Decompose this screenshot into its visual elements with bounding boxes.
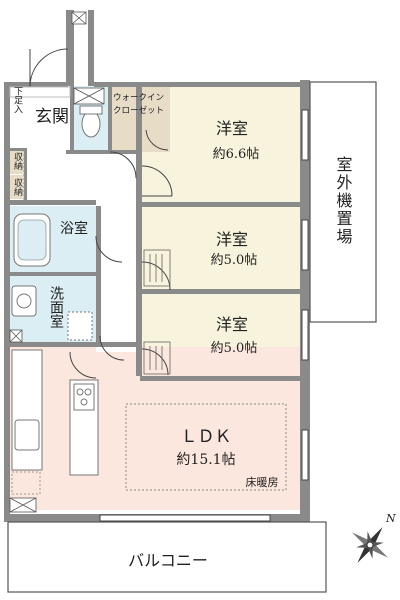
compass-north-label: N (385, 512, 396, 525)
balcony-area (7, 521, 327, 593)
entrance-step (9, 86, 71, 98)
bathtub-inner-icon (17, 219, 47, 261)
vent-icons (9, 11, 105, 513)
balcony-label: バルコニー (128, 551, 208, 570)
storage-2-area (8, 175, 26, 199)
storage-1-label: 収納 (12, 151, 23, 171)
storage-2-label: 収納 (12, 177, 23, 197)
floor-heating-zone (125, 403, 287, 491)
stove-icon (73, 383, 95, 411)
bath-label: 浴室 (60, 220, 88, 237)
sink-icon (14, 419, 40, 451)
western-room-1-size: 約6.6帖 (213, 147, 260, 162)
washing-machine-icon (67, 311, 93, 341)
windows (99, 109, 309, 522)
outdoor-unit-area (309, 81, 377, 323)
storage-1-area (8, 150, 26, 174)
ldk-name: ＬＤＫ (181, 427, 232, 447)
outdoor-unit-label: 室外機置場 (334, 156, 353, 246)
ldk-size: 約15.1帖 (176, 452, 235, 468)
western-room-2-area (140, 206, 306, 292)
washroom-label: 洗面室 (48, 286, 64, 328)
western-room-3-size: 約5.0帖 (211, 341, 258, 356)
western-room-2-size: 約5.0帖 (211, 253, 258, 268)
floor-heating-label: 床暖房 (246, 475, 279, 489)
compass-icon (351, 526, 389, 564)
walkin-closet-label: ウォークインクローゼット (113, 93, 165, 116)
western-room-2-name: 洋室 (216, 230, 248, 249)
toilet-tank-icon (79, 105, 103, 115)
western-room-3-name: 洋室 (216, 315, 248, 334)
washbasin-icon (11, 285, 37, 317)
basin-bowl-icon (16, 293, 32, 309)
toilet-icon (81, 110, 101, 138)
entrance-label: 玄関 (35, 107, 69, 127)
closet-hatch (143, 249, 171, 375)
fridge-space (11, 471, 41, 495)
kitchen-island (69, 379, 99, 476)
kitchen-counter (11, 349, 43, 471)
shoe-storage-label: 下足入 (12, 87, 23, 114)
hall-area (96, 152, 140, 352)
western-room-1-name: 洋室 (216, 119, 248, 138)
